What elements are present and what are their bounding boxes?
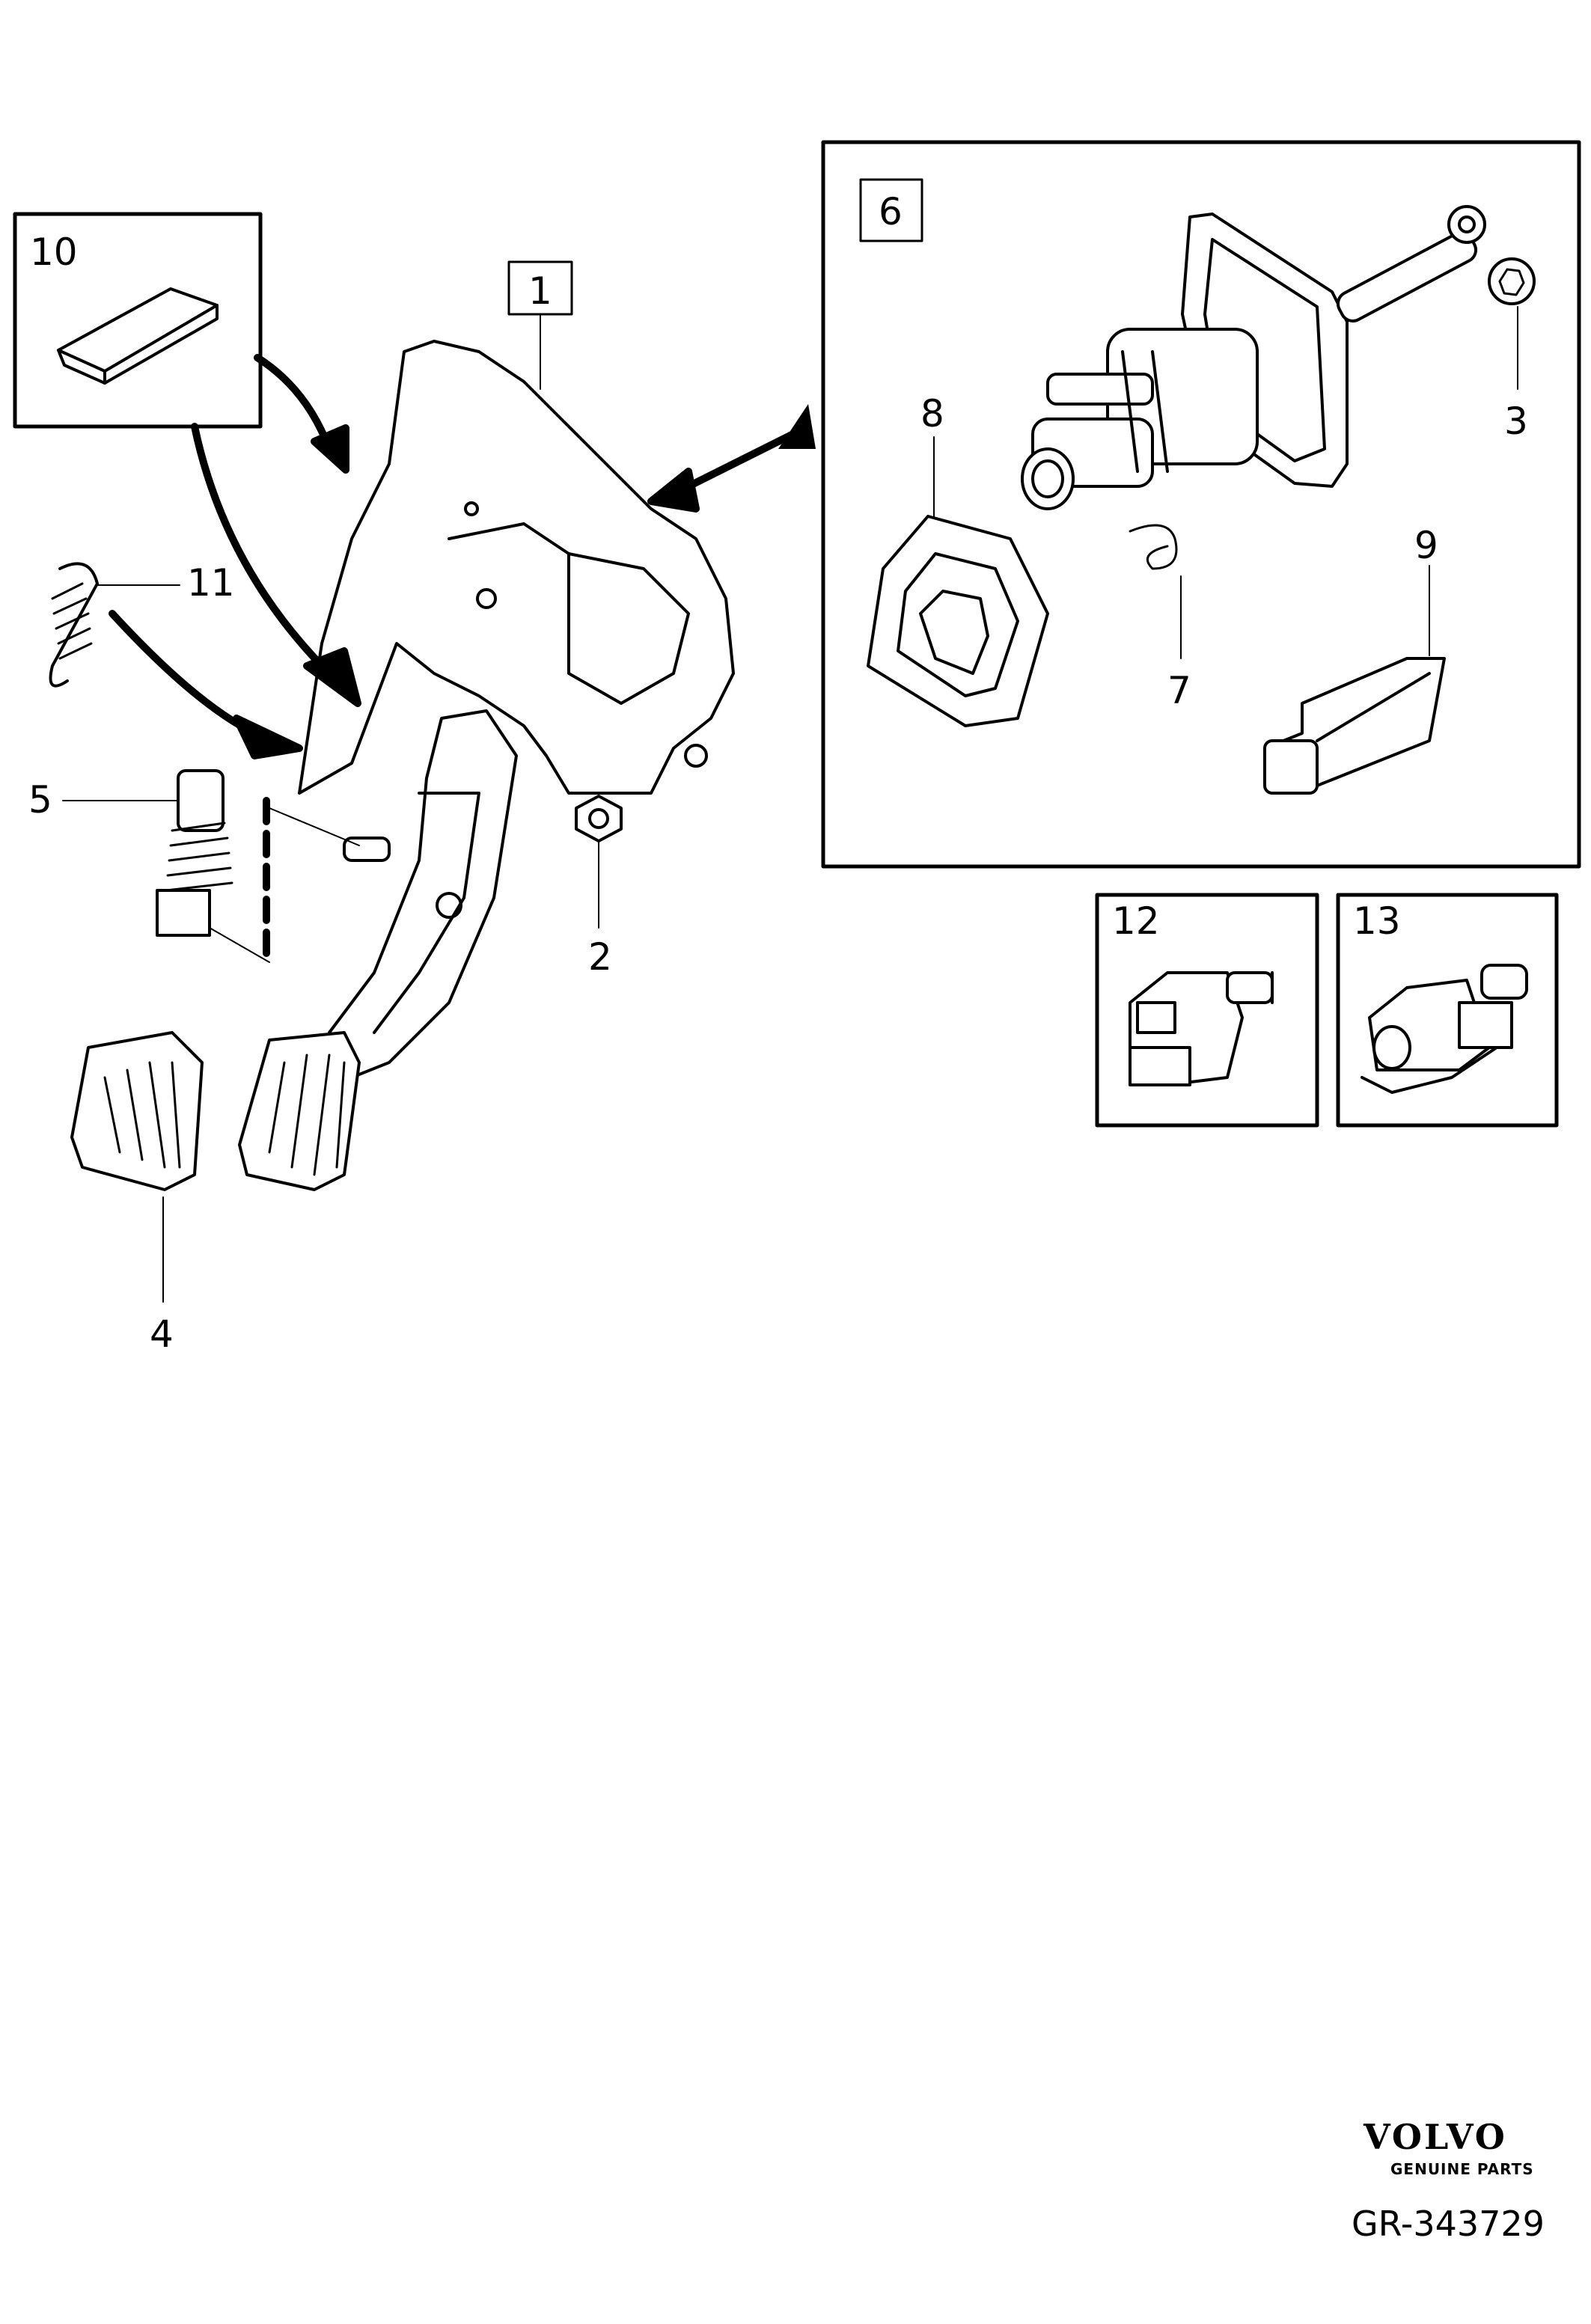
logo-text: VOLVO bbox=[1363, 2117, 1507, 2157]
pedal-pad-part-4 bbox=[70, 1031, 204, 1191]
pivot-pin bbox=[209, 797, 391, 969]
inset-box-12: 12 bbox=[1095, 893, 1319, 1128]
inset-box-10: 10 bbox=[13, 212, 263, 429]
inset-box-6: 6 8 3 9 7 bbox=[821, 140, 1581, 869]
callout-11: 11 bbox=[187, 561, 235, 605]
callout-1: 1 bbox=[528, 269, 552, 313]
lock-washer-part-3 bbox=[1488, 257, 1536, 305]
callout-8: 8 bbox=[920, 392, 944, 435]
clutch-pedal-arm bbox=[328, 709, 518, 1079]
reference-number: GR-343729 bbox=[1352, 2204, 1545, 2244]
gasket-part-8 bbox=[867, 515, 1049, 727]
volvo-logo: VOLVO GENUINE PARTS bbox=[1363, 2117, 1534, 2178]
callout-9: 9 bbox=[1414, 524, 1438, 567]
callout-7: 7 bbox=[1167, 669, 1191, 712]
nut-part-2 bbox=[575, 795, 623, 843]
return-spring-part-11 bbox=[49, 562, 99, 688]
callout-10: 10 bbox=[30, 230, 78, 274]
sensor-part-9 bbox=[1263, 657, 1446, 795]
callout-4: 4 bbox=[150, 1312, 174, 1356]
pedal-pad-on-arm bbox=[238, 1031, 361, 1191]
switch-part-12 bbox=[1129, 971, 1274, 1086]
adhesive-pad-part bbox=[57, 287, 219, 385]
clip-part-7 bbox=[1129, 524, 1178, 570]
clutch-master-cylinder-part bbox=[1021, 205, 1486, 510]
callout-5: 5 bbox=[28, 778, 52, 822]
callout-13: 13 bbox=[1353, 899, 1401, 943]
logo-tagline: GENUINE PARTS bbox=[1390, 2160, 1534, 2178]
spring-part-5 bbox=[156, 769, 233, 937]
pedal-bracket-part-1 bbox=[298, 340, 735, 795]
callout-2: 2 bbox=[588, 935, 612, 979]
inset-box-13: 13 bbox=[1336, 893, 1559, 1128]
arrows bbox=[109, 354, 816, 759]
callout-12: 12 bbox=[1112, 899, 1160, 943]
callout-6: 6 bbox=[879, 190, 903, 233]
callout-3: 3 bbox=[1504, 400, 1528, 443]
switch-part-13 bbox=[1361, 964, 1528, 1094]
